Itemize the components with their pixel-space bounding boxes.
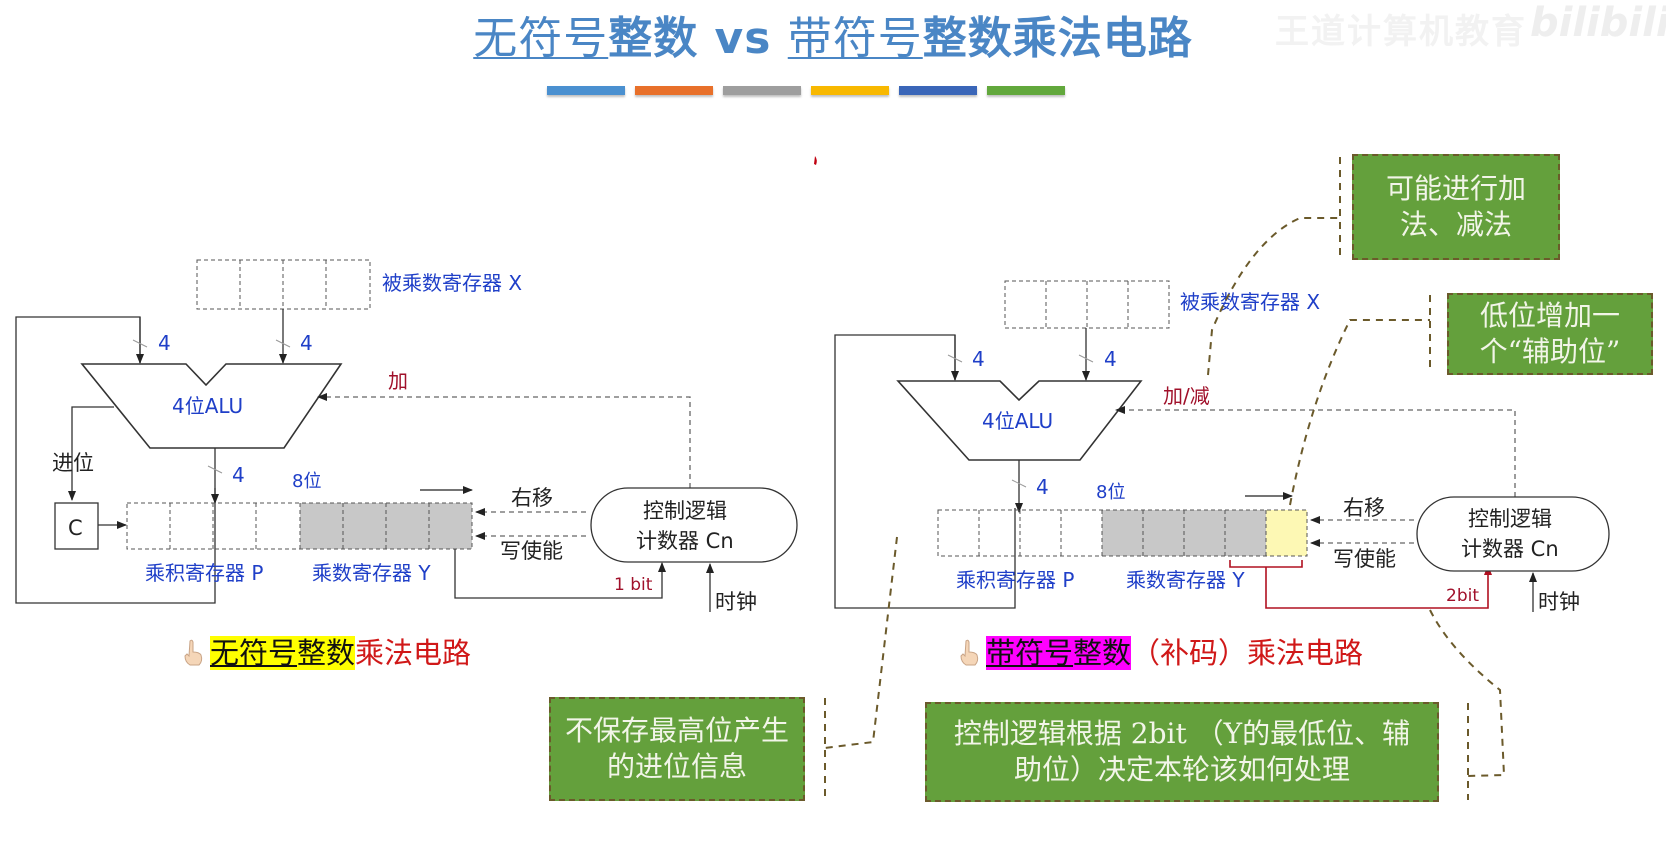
right-bus-width-right: 4 (1104, 347, 1117, 371)
right-aux-bit (1266, 510, 1307, 556)
right-bus-width-out: 4 (1036, 475, 1049, 499)
right-alu-shape (896, 380, 1143, 461)
left-write-enable-label: 写使能 (500, 539, 563, 563)
title-unsigned: 无符号 (473, 13, 609, 64)
right-p-register-label: 乘积寄存器 P (956, 568, 1074, 592)
left-caption: 无符号整数乘法电路 (182, 630, 471, 672)
leader-add-sub (1207, 217, 1340, 376)
color-bar-6 (987, 86, 1065, 95)
right-clock-label: 时钟 (1538, 590, 1580, 614)
left-feedback-label: 1 bit (614, 575, 653, 595)
pointing-hand-icon (182, 639, 204, 667)
left-carry-box-label: C (68, 516, 83, 540)
right-write-enable-label: 写使能 (1333, 547, 1396, 571)
left-bus-width-right: 4 (300, 331, 313, 355)
left-control-logic (590, 487, 798, 563)
left-alu-label: 4位ALU (172, 394, 243, 418)
left-control-line1: 控制逻辑 (643, 499, 727, 523)
right-caption: 带符号整数（补码）乘法电路 (958, 630, 1363, 672)
left-alu-shape (80, 363, 343, 449)
color-bar-2 (635, 86, 713, 95)
note-no-carry: 不保存最高位产生的进位信息 (549, 697, 805, 801)
right-bits-label: 8位 (1096, 482, 1125, 503)
left-carry-label: 进位 (52, 451, 94, 475)
right-bus-width-left: 4 (972, 347, 985, 371)
slide-title: 无符号整数 vs 带符号整数乘法电路 (0, 2, 1666, 66)
left-y-register-label: 乘数寄存器 Y (312, 561, 431, 585)
left-shift-label: 右移 (511, 486, 553, 510)
right-alu-label: 4位ALU (982, 409, 1053, 433)
note-add-sub: 可能进行加法、减法 (1352, 154, 1560, 260)
leader-aux-bit (1289, 319, 1430, 506)
title-rest: 整数乘法电路 (922, 13, 1193, 64)
right-y-register-label: 乘数寄存器 Y (1126, 568, 1245, 592)
left-bus-width-left: 4 (158, 331, 171, 355)
note-aux-bit: 低位增加一个“辅助位” (1447, 293, 1653, 375)
color-bar-5 (899, 86, 977, 95)
callout-leaders (824, 157, 1506, 800)
left-x-register-label: 被乘数寄存器 X (382, 271, 522, 295)
leader-no-carry (824, 536, 898, 749)
pointing-hand-icon (958, 639, 980, 667)
right-x-register-label: 被乘数寄存器 X (1180, 290, 1320, 314)
title-vs: 整数 vs (608, 13, 788, 64)
note-decide: 控制逻辑根据 2bit （Y的最低位、辅助位）决定本轮该如何处理 (925, 702, 1439, 802)
right-circuit: 被乘数寄存器 X 4 4 4位ALU 加/减 4 8位 (834, 280, 1610, 614)
color-bar-4 (811, 86, 889, 95)
left-bus-width-out: 4 (232, 463, 245, 487)
color-bar-3 (723, 86, 801, 95)
watermark-text: 王道计算机教育 (1275, 12, 1527, 52)
right-control-line1: 控制逻辑 (1468, 507, 1552, 531)
left-op-label: 加 (388, 369, 408, 393)
left-control-line2: 计数器 Cn (636, 529, 734, 553)
leader-decide (1429, 609, 1506, 777)
left-clock-label: 时钟 (715, 590, 757, 614)
watermark-logo: bilibili (1530, 0, 1666, 46)
right-caption-highlight-underlined: 带符号 (986, 636, 1074, 670)
left-caption-highlight: 整数 (297, 636, 356, 670)
right-caption-rest: （补码）乘法电路 (1131, 636, 1364, 670)
stray-mark (814, 156, 817, 165)
right-shift-label: 右移 (1343, 496, 1385, 520)
left-py-register (126, 502, 473, 550)
left-caption-highlight-underlined: 无符号 (210, 636, 298, 670)
right-caption-highlight: 整数 (1073, 636, 1132, 670)
right-x-register (1004, 280, 1170, 329)
right-feedback-label: 2bit (1446, 586, 1479, 606)
left-p-register-label: 乘积寄存器 P (145, 561, 263, 585)
right-control-line2: 计数器 Cn (1461, 537, 1559, 561)
title-signed: 带符号 (787, 13, 923, 64)
right-control-logic (1416, 496, 1610, 572)
left-caption-rest: 乘法电路 (355, 636, 472, 670)
right-py-register (937, 509, 1308, 557)
color-bar-1 (547, 86, 625, 95)
left-circuit: 被乘数寄存器 X 4 4 4位ALU 加 进位 C (15, 259, 798, 614)
left-bits-label: 8位 (292, 471, 321, 492)
color-bar-strip (547, 86, 1065, 95)
right-op-label: 加/减 (1163, 384, 1210, 408)
left-carry-box (54, 502, 99, 550)
left-x-register (196, 259, 371, 310)
